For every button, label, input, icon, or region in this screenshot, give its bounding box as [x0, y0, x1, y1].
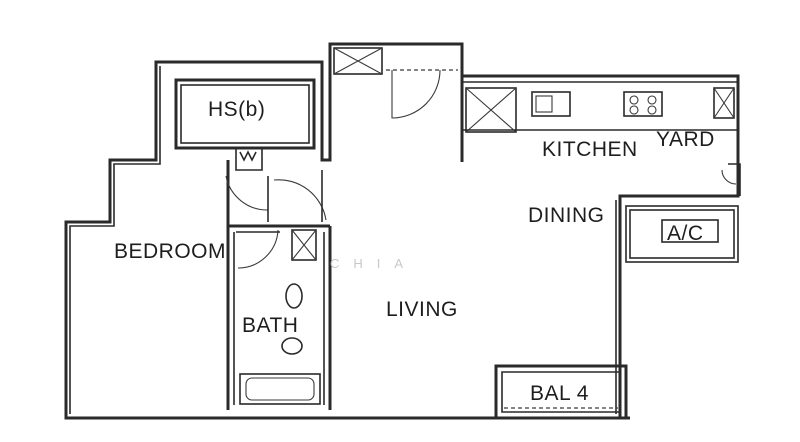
shaft [333, 47, 383, 75]
outer-walls [64, 42, 740, 420]
toilet-icon [285, 283, 303, 309]
hs-room: HS(b) [174, 78, 316, 171]
bath-label: BATH [242, 314, 298, 337]
yard-label: YARD [656, 128, 715, 151]
partitions [226, 76, 464, 410]
bathtub-icon [239, 373, 321, 405]
doors [225, 69, 458, 269]
dining-label: DINING [528, 204, 605, 227]
sink-icon [531, 91, 571, 117]
hs-label: HS(b) [208, 98, 265, 121]
watermark: CHIA [330, 256, 417, 271]
balcony-label: BAL 4 [530, 382, 589, 405]
kitchen-label: KITCHEN [542, 138, 638, 161]
basin-icon [281, 337, 303, 355]
ac-ledge: A/C [625, 205, 739, 263]
stove-icon [623, 91, 663, 117]
ac-label: A/C [667, 222, 704, 245]
kitchen-fixtures: KITCHEN YARD [462, 81, 741, 196]
balcony: BAL 4 [494, 364, 628, 418]
bedroom-label: BEDROOM [114, 240, 226, 263]
living-label: LIVING [386, 298, 458, 321]
bath-fixtures: BATH [239, 229, 321, 405]
